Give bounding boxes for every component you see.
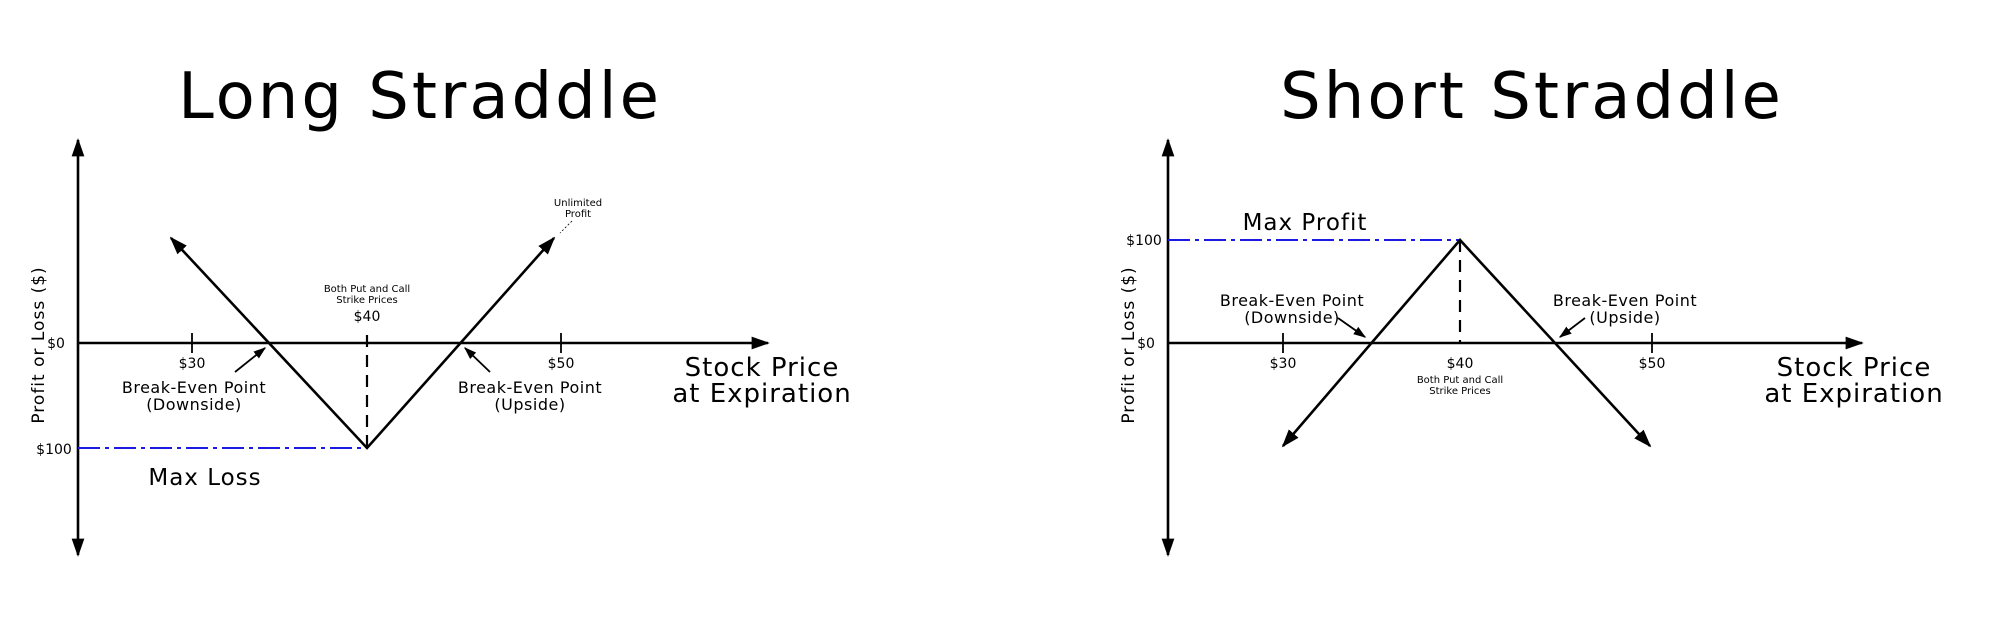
long-x-axis-label-line1: Stock Price bbox=[685, 353, 840, 383]
short-be-down-line1: Break-Even Point bbox=[1220, 291, 1364, 310]
long-max-loss-label: Max Loss bbox=[148, 465, 261, 491]
long-be-up-line2: (Upside) bbox=[494, 395, 565, 414]
short-strike-note-line1: Both Put and Call bbox=[1417, 375, 1503, 386]
long-be-down-line1: Break-Even Point bbox=[122, 378, 266, 397]
short-be-down-line2: (Downside) bbox=[1244, 308, 1340, 327]
long-strike-price-label: $40 bbox=[354, 309, 381, 325]
short-x-axis-label-line2: at Expiration bbox=[1764, 379, 1943, 409]
short-be-up-line1: Break-Even Point bbox=[1553, 291, 1697, 310]
long-be-up-arrow bbox=[464, 347, 491, 373]
short-x-axis-label-line1: Stock Price bbox=[1777, 353, 1932, 383]
long-be-down-arrow bbox=[234, 347, 266, 373]
long-straddle-title: Long Straddle bbox=[178, 60, 662, 134]
long-x-tick-50: $50 bbox=[548, 356, 575, 372]
short-x-tick-40: $40 bbox=[1447, 356, 1474, 372]
long-unlimited-note-line1: Unlimited bbox=[554, 198, 602, 209]
long-be-down-line2: (Downside) bbox=[146, 395, 242, 414]
long-y-axis-label: Profit or Loss ($) bbox=[29, 266, 49, 423]
long-strike-note-line2: Strike Prices bbox=[336, 295, 398, 306]
short-y-axis-label: Profit or Loss ($) bbox=[1119, 266, 1139, 423]
long-x-axis-label-line2: at Expiration bbox=[672, 379, 851, 409]
short-straddle-title: Short Straddle bbox=[1280, 60, 1784, 134]
short-straddle-chart: Short Straddle Stock Price at Expiration… bbox=[1119, 60, 1943, 557]
long-strike-note-line1: Both Put and Call bbox=[324, 284, 410, 295]
long-y-tick-0: $0 bbox=[47, 336, 65, 352]
long-be-up-line1: Break-Even Point bbox=[458, 378, 602, 397]
long-payoff-line bbox=[169, 236, 556, 450]
short-max-profit-label: Max Profit bbox=[1243, 210, 1368, 236]
short-x-tick-50: $50 bbox=[1639, 356, 1666, 372]
long-x-tick-30: $30 bbox=[179, 356, 206, 372]
short-be-up-line2: (Upside) bbox=[1589, 308, 1660, 327]
short-strike-note-line2: Strike Prices bbox=[1429, 386, 1491, 397]
long-unlimited-leader bbox=[559, 220, 573, 234]
long-straddle-chart: Long Straddle Stock Price at Expiration … bbox=[29, 60, 851, 557]
long-unlimited-note-line2: Profit bbox=[565, 209, 591, 220]
short-be-down-arrow bbox=[1337, 317, 1367, 338]
short-x-tick-30: $30 bbox=[1270, 356, 1297, 372]
short-be-up-arrow bbox=[1558, 317, 1586, 338]
short-y-tick-0: $0 bbox=[1137, 336, 1155, 352]
long-y-tick-100: $100 bbox=[36, 442, 72, 458]
short-y-tick-100: $100 bbox=[1126, 233, 1162, 249]
short-payoff-line bbox=[1281, 238, 1652, 448]
